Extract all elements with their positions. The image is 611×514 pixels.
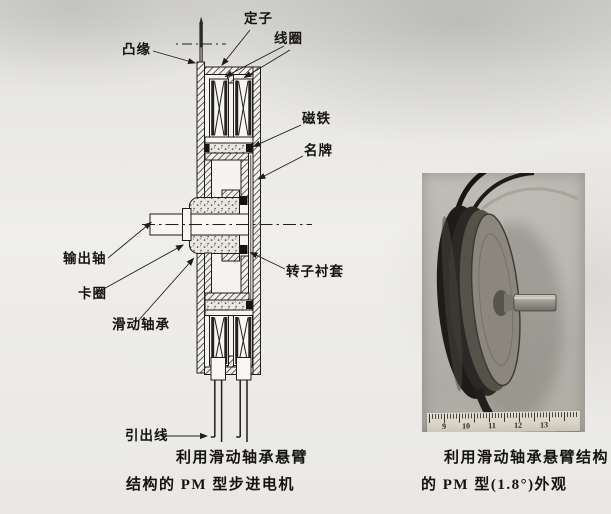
label-coil: 线圈 (274, 31, 303, 46)
motor-photo-illustration (436, 173, 579, 423)
ruler-number: 13 (539, 420, 549, 430)
motor-base-shadow (474, 388, 493, 417)
ruler: 9 10 11 12 13 (426, 410, 581, 432)
magnet-lower (204, 299, 253, 311)
lead-wires (210, 357, 252, 442)
coil-bottom (209, 315, 253, 366)
label-retaining-ring: 卡圈 (78, 286, 107, 301)
motor-photo: 9 10 11 12 13 (422, 173, 585, 432)
label-flange: 凸缘 (122, 42, 151, 57)
label-sliding-bearing: 滑动轴承 (112, 317, 170, 332)
rotor-bushing-part (248, 152, 254, 304)
magnet-upper (204, 142, 253, 154)
photo-caption-line-1: 利用滑动轴承悬臂结构 (444, 450, 610, 466)
diagram-caption-line-1: 利用滑动轴承悬臂 (176, 450, 309, 466)
motor-shaft (493, 290, 557, 316)
label-rotor-bushing: 转子衬套 (286, 264, 344, 279)
label-stator: 定子 (244, 11, 273, 26)
ruler-number: 10 (461, 421, 471, 431)
label-nameplate: 名牌 (304, 143, 333, 158)
ruler-number: 11 (488, 421, 496, 431)
label-magnet: 磁铁 (302, 111, 331, 126)
diagram-caption-line-2: 结构的 PM 型步进电机 (126, 477, 295, 493)
diagram-geometry (99, 16, 312, 442)
stud (176, 16, 226, 68)
ruler-number: 9 (441, 421, 447, 431)
motor-body (436, 205, 521, 399)
coil-top (204, 78, 254, 144)
photo-caption-line-2: 的 PM 型(1.8°)外观 (421, 477, 568, 493)
ruler-number: 12 (513, 420, 523, 430)
label-output-shaft: 输出轴 (63, 251, 107, 266)
leader-arrows (99, 29, 304, 440)
label-lead-wire: 引出线 (125, 428, 169, 443)
